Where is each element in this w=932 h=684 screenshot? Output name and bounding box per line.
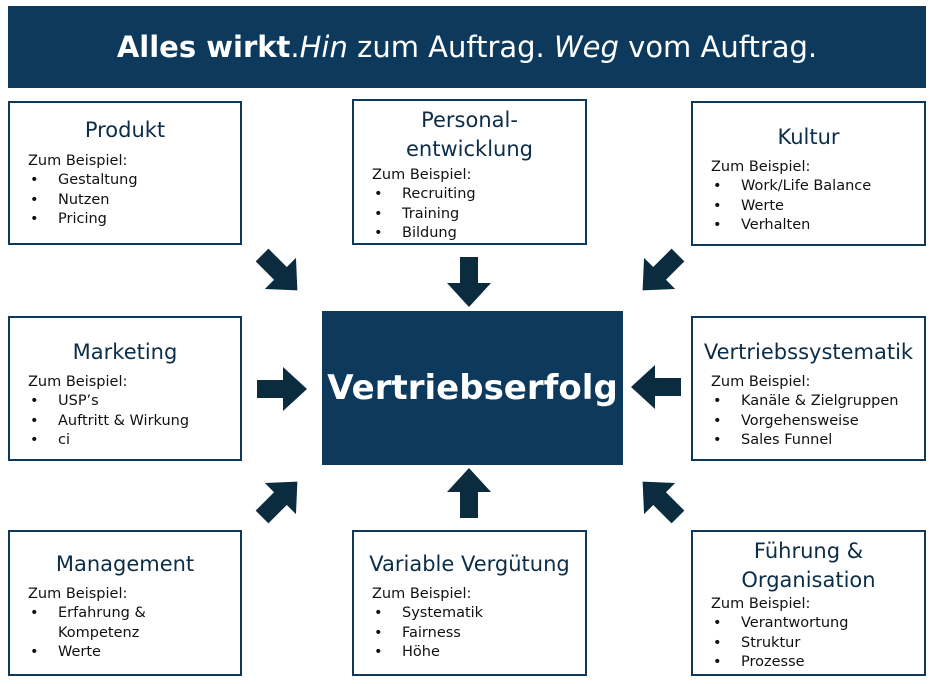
list-item: USP’s (28, 392, 240, 412)
banner-italic-weg: Weg (554, 30, 619, 64)
list-item: Struktur (711, 634, 924, 654)
box-produkt: Produkt Zum Beispiel: Gestaltung Nutzen … (8, 101, 242, 245)
list-item-continuation: Kompetenz (28, 624, 240, 644)
box-vertriebssystematik: Vertriebssystematik Zum Beispiel: Kanäle… (691, 316, 926, 461)
list-item: Training (372, 205, 585, 225)
list-item: Sales Funnel (711, 431, 924, 451)
list-item: Systematik (372, 604, 585, 624)
arrow-management-icon (246, 466, 313, 533)
list-item: Vorgehensweise (711, 412, 924, 432)
list-item: Work/Life Balance (711, 177, 924, 197)
box-subtitle: Zum Beispiel: (711, 374, 811, 390)
box-personalentwicklung: Personal- entwicklung Zum Beispiel: Recr… (352, 99, 587, 245)
center-box-vertriebserfolg: Vertriebserfolg (322, 311, 623, 465)
box-title: Kultur (777, 125, 840, 149)
box-title: Marketing (72, 340, 178, 364)
banner-mid: zum Auftrag. (347, 30, 554, 64)
list-item: Verhalten (711, 216, 924, 236)
box-subtitle: Zum Beispiel: (28, 374, 128, 390)
banner-bold: Alles wirkt (116, 30, 291, 64)
box-management: Management Zum Beispiel: Erfahrung & Kom… (8, 530, 242, 676)
arrow-fuehrung-icon (627, 466, 694, 533)
arrow-variable-verguetung-icon (447, 468, 491, 518)
box-subtitle: Zum Beispiel: (711, 159, 811, 175)
box-title: Produkt (84, 118, 166, 142)
item-list: Kanäle & Zielgruppen Vorgehensweise Sale… (711, 392, 924, 451)
box-title: Management (55, 552, 195, 576)
banner-end: vom Auftrag. (618, 30, 818, 64)
box-title-line1: Personal- (421, 108, 518, 132)
box-variable-verguetung: Variable Vergütung Zum Beispiel: Systema… (352, 530, 587, 676)
box-title-line1: Führung & (753, 539, 864, 563)
arrow-marketing-icon (257, 367, 307, 411)
item-list: Erfahrung & Kompetenz Werte (28, 604, 240, 663)
item-list: Recruiting Training Bildung (372, 185, 585, 244)
item-list: Systematik Fairness Höhe (372, 604, 585, 663)
arrow-personalentwicklung-icon (447, 257, 491, 307)
list-item: Nutzen (28, 191, 240, 211)
list-item: Erfahrung & (28, 604, 240, 624)
list-item: Fairness (372, 624, 585, 644)
list-item-text: Kompetenz (58, 624, 140, 641)
list-item: ci (28, 431, 240, 451)
list-item: Werte (711, 197, 924, 217)
banner-dot: . (290, 30, 300, 64)
box-marketing: Marketing Zum Beispiel: USP’s Auftritt &… (8, 316, 242, 461)
box-title: Vertriebssystematik (703, 340, 914, 364)
box-subtitle: Zum Beispiel: (28, 153, 128, 169)
list-item: Recruiting (372, 185, 585, 205)
item-list: Gestaltung Nutzen Pricing (28, 171, 240, 230)
list-item: Höhe (372, 643, 585, 663)
header-banner: Alles wirkt. Hin zum Auftrag. Weg vom Au… (8, 6, 926, 88)
list-item: Verantwortung (711, 614, 924, 634)
box-title-line2: Organisation (741, 568, 876, 592)
box-subtitle: Zum Beispiel: (372, 586, 472, 602)
center-label: Vertriebserfolg (327, 368, 618, 408)
item-list: Work/Life Balance Werte Verhalten (711, 177, 924, 236)
banner-italic-hin: Hin (299, 30, 348, 64)
list-item: Gestaltung (28, 171, 240, 191)
item-list: USP’s Auftritt & Wirkung ci (28, 392, 240, 451)
box-kultur: Kultur Zum Beispiel: Work/Life Balance W… (691, 101, 926, 246)
list-item: Auftritt & Wirkung (28, 412, 240, 432)
arrow-produkt-icon (246, 239, 313, 306)
arrow-vertriebssystematik-icon (631, 365, 681, 409)
list-item: Pricing (28, 210, 240, 230)
box-title: Variable Vergütung (369, 552, 570, 576)
item-list: Verantwortung Struktur Prozesse (711, 614, 924, 673)
list-item: Kanäle & Zielgruppen (711, 392, 924, 412)
list-item: Prozesse (711, 653, 924, 673)
box-title-line2: entwicklung (406, 137, 533, 161)
box-subtitle: Zum Beispiel: (372, 167, 472, 183)
list-item: Werte (28, 643, 240, 663)
list-item: Bildung (372, 224, 585, 244)
box-subtitle: Zum Beispiel: (711, 596, 811, 612)
box-fuehrung-organisation: Führung & Organisation Zum Beispiel: Ver… (691, 530, 926, 676)
box-subtitle: Zum Beispiel: (28, 586, 128, 602)
arrow-kultur-icon (627, 239, 694, 306)
